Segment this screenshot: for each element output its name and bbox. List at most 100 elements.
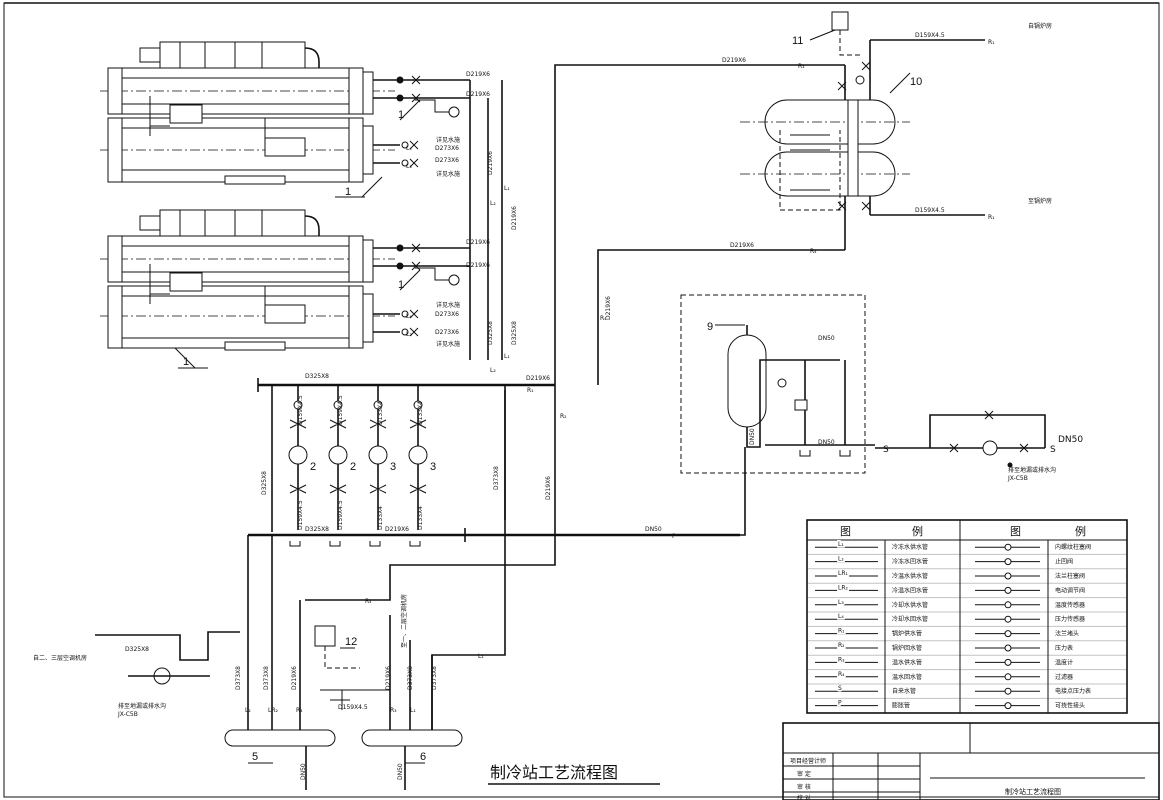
label-cooling-3: 详见水施	[436, 301, 460, 309]
legend-description: 法兰柱塞阀	[1055, 572, 1085, 580]
label-right-supply: 至一、二层空调机房	[400, 594, 408, 648]
spec-d133-pump-c-top: D133X4	[377, 401, 384, 425]
code-l1-lower: L₁	[478, 653, 484, 660]
title-block-row-3: 审 核	[797, 783, 811, 791]
label-cooling-4: 详见水施	[436, 340, 460, 348]
spec-d219-return: D219X6	[385, 526, 409, 533]
legend-code: L₂	[838, 556, 844, 563]
item-number-distributor: 6	[420, 751, 426, 763]
spec-d219-b1: D219X6	[466, 239, 490, 246]
code-p-return: P	[672, 533, 676, 540]
item-number-pump-c: 3	[390, 461, 396, 473]
spec-d219-b2: D219X6	[466, 262, 490, 269]
legend-symbol	[1004, 558, 1012, 566]
title-block-row-4: 校 对	[797, 794, 811, 800]
spec-d219-a1: D219X6	[466, 71, 490, 78]
legend-symbol	[1004, 644, 1012, 652]
legend-description: 内螺纹柱塞阀	[1055, 543, 1091, 551]
spec-d159-top: D159X4.5	[915, 32, 945, 39]
item-number-tank: 9	[707, 321, 713, 333]
title-block-name: 制冷站工艺流程图	[1005, 787, 1061, 796]
legend-symbol	[1004, 543, 1012, 551]
item-number-control-bottom: 12	[345, 636, 357, 648]
item-number-chiller-lower-b: 1	[398, 279, 404, 291]
title-block-row-1: 项目经营计师	[790, 757, 826, 765]
legend-description: 冷却水供水管	[892, 601, 928, 609]
legend-symbol	[1004, 673, 1012, 681]
spec-d273-b1: D273X6	[435, 311, 459, 318]
spec-d219-header: D219X6	[526, 375, 550, 382]
code-l1-vert: L₁	[504, 185, 510, 192]
heat-exchanger-10	[740, 39, 985, 250]
spec-d159-pump-b-top: D159X4.5	[337, 395, 344, 425]
spec-dn50-collector: DN50	[300, 763, 307, 780]
label-model-2: JX-C5B	[117, 711, 138, 718]
spec-d219-dist: D219X6	[385, 666, 392, 690]
spec-d325-vert-b: D325X8	[511, 321, 518, 345]
spec-d273-a1: D273X6	[435, 145, 459, 152]
water-makeup	[875, 414, 1046, 449]
legend-description: 膨胀管	[892, 702, 910, 710]
spec-dn50-return: DN50	[645, 526, 662, 533]
chiller-b-connections	[373, 243, 470, 337]
label-drain-2: 排至地漏或排水沟	[118, 702, 166, 710]
code-r4-top: R₄	[810, 248, 817, 255]
expansion-tank-frame	[680, 294, 866, 474]
spec-d373-dist-b: D373X8	[431, 666, 438, 690]
legend-code: L₁	[838, 541, 844, 548]
legend-description: 过滤器	[1055, 673, 1073, 681]
legend-description: 温度计	[1055, 658, 1073, 666]
spec-d159-pump-a-top: D159X4.5	[297, 395, 304, 425]
legend-header-left-a: 图	[840, 525, 851, 538]
legend-header-left-b: 例	[912, 524, 923, 538]
legend-symbol	[1004, 702, 1012, 710]
code-r4-vert: R₄	[600, 315, 607, 322]
spec-d325-left: D325X8	[125, 646, 149, 653]
legend-header-right-a: 图	[1010, 525, 1021, 538]
code-l4-a: L₄	[406, 145, 412, 152]
pipe-left-branch	[95, 631, 240, 661]
code-l3-a: L₃	[406, 163, 412, 170]
distributor-6	[361, 729, 463, 747]
chiller-unit-b	[100, 209, 395, 351]
legend-description: 电接点压力表	[1055, 687, 1091, 695]
legend-code: R₁	[838, 628, 845, 635]
legend-code: LR₁	[838, 570, 849, 577]
spec-d373-vert: D373X8	[493, 466, 500, 490]
code-l1-header: L₁	[504, 353, 510, 360]
legend-description: 电动调节阀	[1055, 586, 1085, 594]
item-number-chiller-lower: 1	[183, 356, 189, 368]
spec-d273-a2: D273X6	[435, 157, 459, 164]
legend-description: 温度传感器	[1055, 601, 1085, 609]
label-cooling-2: 详见水施	[436, 170, 460, 178]
spec-d133-pump-c: D133X4	[377, 506, 384, 530]
label-left-supply: 自二、三层空调机房	[33, 654, 87, 662]
spec-d219-vert-r2: D219X6	[545, 476, 552, 500]
spec-d325-header: D325X8	[305, 373, 329, 380]
legend-description: 可挠性接头	[1055, 702, 1085, 710]
spec-dn50-tank-vert: DN50	[749, 428, 756, 445]
code-r1-bottom: R₁	[988, 214, 995, 221]
legend-code: L₄	[838, 613, 844, 620]
label-drain-1: 排至地漏或排水沟	[1008, 466, 1056, 474]
legend-symbol	[1004, 601, 1012, 609]
spec-d219-r4: D219X6	[730, 242, 754, 249]
legend-description: 压力表	[1055, 644, 1073, 652]
legend-code: R₄	[838, 671, 845, 678]
legend-description: 锅炉回水管	[892, 644, 922, 652]
legend-description: 锅炉供水管	[892, 630, 922, 638]
legend-symbol	[1004, 687, 1012, 695]
code-l3-b: L₃	[406, 331, 412, 338]
chiller-a-connections	[373, 75, 503, 360]
spec-d133-pump-d-top: D133X4	[417, 401, 424, 425]
item-number-chiller-upper: 1	[345, 186, 351, 198]
spec-d325-return: D325X8	[305, 526, 329, 533]
drawing-title: 制冷站工艺流程图	[490, 763, 618, 782]
spec-d373-collector-a: D373X8	[235, 666, 242, 690]
legend-description: 冷冻水回水管	[892, 558, 928, 566]
spec-dn50-tank: DN50	[818, 335, 835, 342]
label-to-boiler: 至锅炉房	[1028, 197, 1052, 205]
code-r1-header: R₁	[527, 387, 534, 394]
